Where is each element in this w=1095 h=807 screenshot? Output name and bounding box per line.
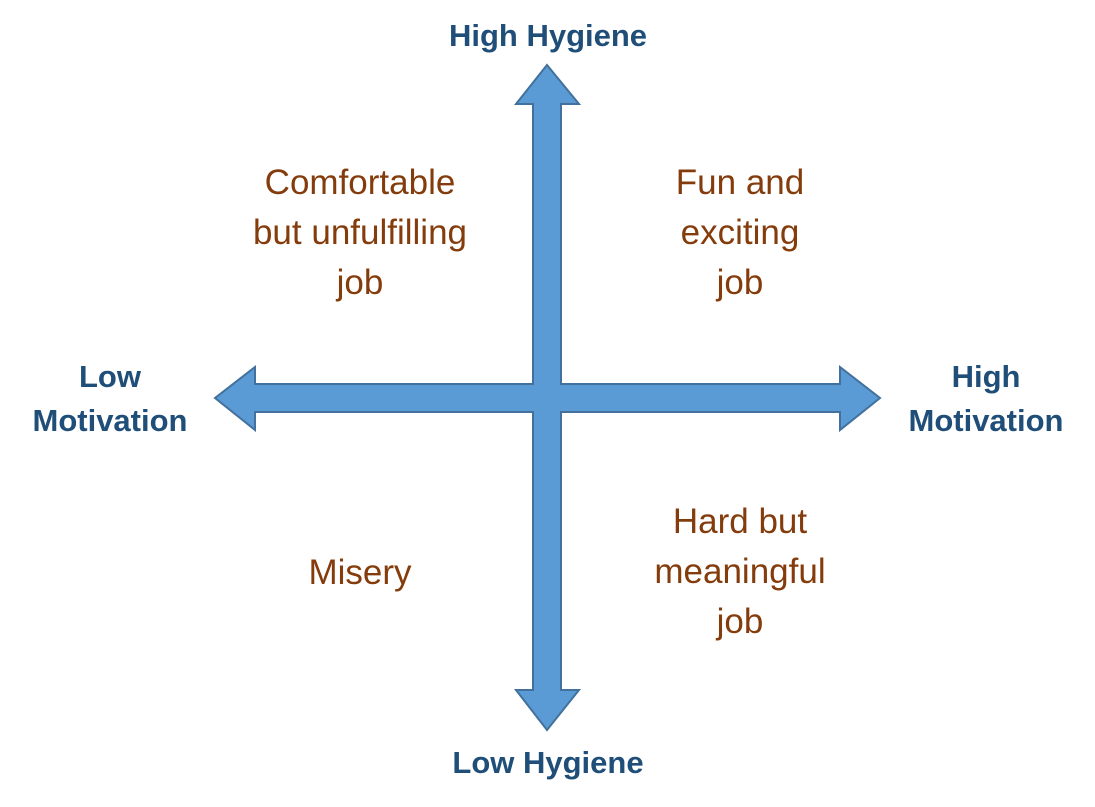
low-hygiene-label: Low Hygiene <box>398 741 698 785</box>
high-hygiene-label: High Hygiene <box>398 14 698 58</box>
label-line: Low Hygiene <box>452 745 644 780</box>
quadrant-bottom-right-text: Hard but meaningful job <box>600 497 880 647</box>
quadrant-line: job <box>716 602 764 641</box>
quadrant-line: job <box>716 263 764 302</box>
quadrant-line: exciting <box>680 213 800 252</box>
quadrant-line: meaningful <box>654 552 826 591</box>
quadrant-line: Hard but <box>672 502 808 541</box>
quadrant-line: job <box>336 263 384 302</box>
quadrant-line: Fun and <box>675 163 805 202</box>
quadrant-top-left-text: Comfortable but unfulfilling job <box>200 158 520 308</box>
low-motivation-label: Low Motivation <box>10 355 210 443</box>
high-motivation-label: High Motivation <box>886 355 1086 443</box>
label-line: Motivation <box>32 403 188 438</box>
quadrant-line: Comfortable <box>264 163 456 202</box>
label-line: High <box>951 359 1021 394</box>
quadrant-line: Misery <box>308 553 412 592</box>
label-line: Motivation <box>908 403 1064 438</box>
quadrant-bottom-left-text: Misery <box>230 548 490 598</box>
quadrant-line: but unfulfilling <box>252 213 468 252</box>
label-line: High Hygiene <box>448 18 648 53</box>
label-line: Low <box>79 359 141 394</box>
four-way-arrow-shape <box>213 63 882 732</box>
quadrant-top-right-text: Fun and exciting job <box>600 158 880 308</box>
